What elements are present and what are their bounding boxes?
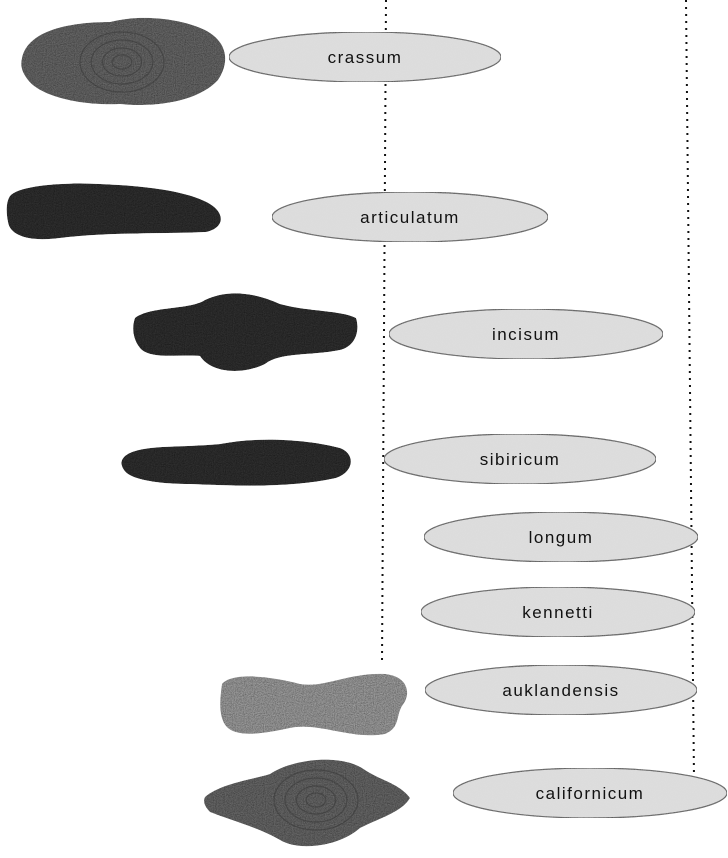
divergence-lines [382, 0, 694, 778]
specimen-outline [220, 674, 407, 735]
taxon-name: auklandensis [502, 681, 619, 700]
taxon-label-sibiricum: sibiricum [384, 434, 656, 484]
specimen-image-crassum [21, 18, 225, 105]
dotted-line-left [382, 0, 386, 662]
taxon-name: sibiricum [480, 450, 561, 469]
specimen-image-californicum [204, 760, 410, 847]
taxon-label-longum: longum [424, 512, 698, 562]
taxon-name: incisum [492, 325, 560, 344]
taxon-name: crassum [328, 48, 403, 67]
taxon-label-articulatum: articulatum [272, 192, 548, 242]
taxon-label-auklandensis: auklandensis [425, 665, 697, 715]
specimen-outline [121, 440, 350, 486]
taxon-label-kennetti: kennetti [421, 587, 695, 637]
specimen-images [7, 18, 410, 846]
specimen-image-auklandensis [220, 674, 407, 735]
specimen-image-articulatum [7, 184, 221, 240]
taxon-name: californicum [536, 784, 645, 803]
dotted-line-right [686, 0, 694, 778]
taxon-label-crassum: crassum [229, 32, 501, 82]
specimen-outline [133, 293, 357, 371]
specimen-outline [7, 184, 221, 240]
taxon-label-incisum: incisum [389, 309, 663, 359]
taxon-label-californicum: californicum [453, 768, 727, 818]
taxon-name: kennetti [522, 603, 594, 622]
specimen-image-sibiricum [121, 440, 350, 486]
taxon-name: longum [529, 528, 594, 547]
taxon-name: articulatum [360, 208, 460, 227]
specimen-image-incisum [133, 293, 357, 371]
